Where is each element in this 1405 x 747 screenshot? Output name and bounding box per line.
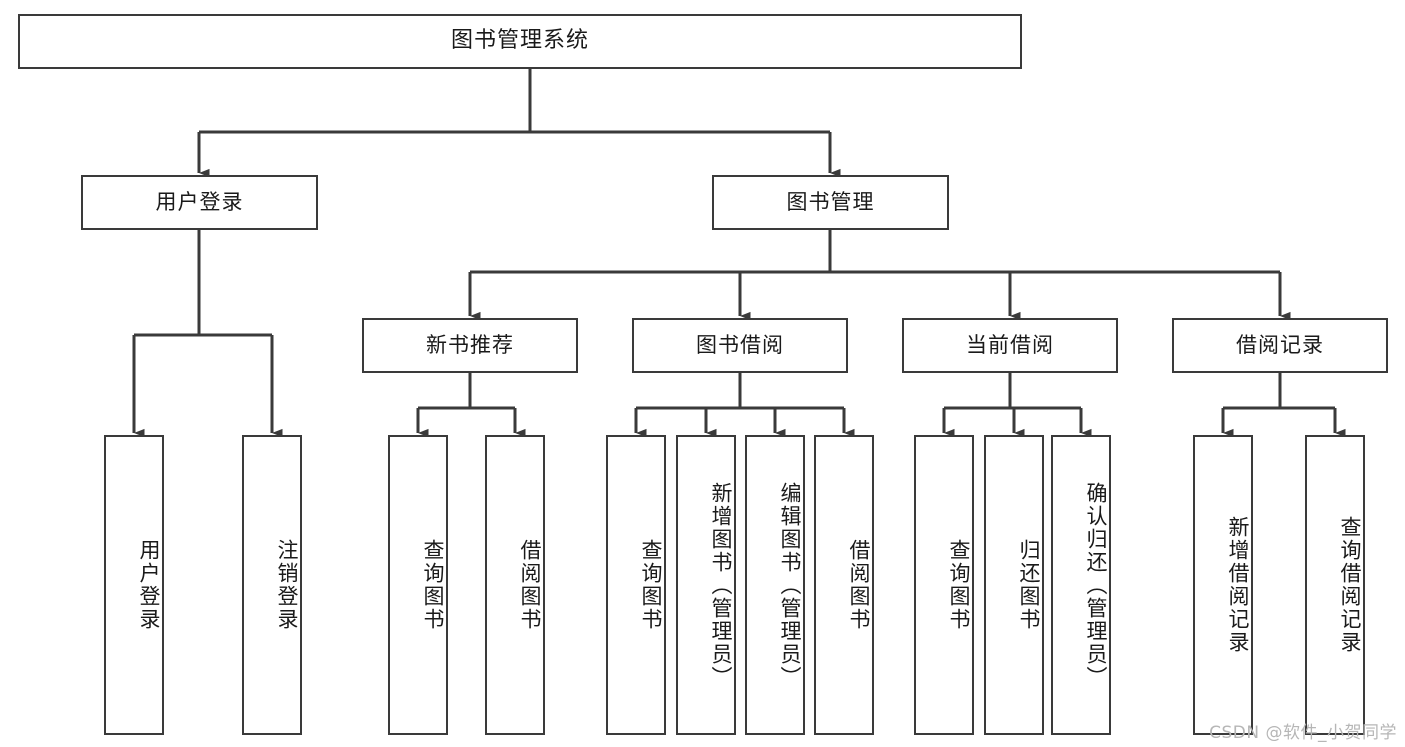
leaf-user-logout[interactable]: 注销登录 — [242, 435, 302, 735]
node-user-login[interactable]: 用户登录 — [81, 175, 318, 230]
node-label: 借阅图书 — [518, 539, 542, 631]
node-label: 查询借阅记录 — [1338, 516, 1362, 654]
leaf-user-login[interactable]: 用户登录 — [104, 435, 164, 735]
node-label: 图书借阅 — [696, 332, 784, 357]
leaf-borrow-borrow-book[interactable]: 借阅图书 — [814, 435, 874, 735]
node-label: 借阅图书 — [847, 539, 871, 631]
node-label: 借阅记录 — [1236, 332, 1324, 357]
node-label: 归还图书 — [1017, 539, 1041, 631]
node-label: 查询图书 — [639, 539, 663, 631]
node-label: 确认归还（管理员） — [1084, 481, 1108, 689]
leaf-current-confirm-return-admin[interactable]: 确认归还（管理员） — [1051, 435, 1111, 735]
leaf-borrow-add-book-admin[interactable]: 新增图书（管理员） — [676, 435, 736, 735]
node-root-system[interactable]: 图书管理系统 — [18, 14, 1022, 69]
node-label: 新书推荐 — [426, 332, 514, 357]
leaf-current-return-book[interactable]: 归还图书 — [984, 435, 1044, 735]
node-book-borrowing[interactable]: 图书借阅 — [632, 318, 848, 373]
node-new-book-recommendation[interactable]: 新书推荐 — [362, 318, 578, 373]
node-label: 用户登录 — [155, 189, 244, 214]
node-label: 编辑图书（管理员） — [778, 481, 802, 689]
leaf-records-query-record[interactable]: 查询借阅记录 — [1305, 435, 1365, 735]
node-current-borrowing[interactable]: 当前借阅 — [902, 318, 1118, 373]
node-label: 图书管理 — [786, 189, 875, 214]
node-label: 注销登录 — [275, 539, 299, 631]
node-label: 图书管理系统 — [450, 28, 589, 54]
node-label: 查询图书 — [947, 539, 971, 631]
node-book-management[interactable]: 图书管理 — [712, 175, 949, 230]
node-label: 新增借阅记录 — [1226, 516, 1250, 654]
leaf-new-book-query[interactable]: 查询图书 — [388, 435, 448, 735]
watermark: CSDN @软件_小贺同学 — [1209, 723, 1397, 743]
leaf-current-query-book[interactable]: 查询图书 — [914, 435, 974, 735]
leaf-records-add-record[interactable]: 新增借阅记录 — [1193, 435, 1253, 735]
node-label: 用户登录 — [137, 539, 161, 631]
leaf-borrow-query-book[interactable]: 查询图书 — [606, 435, 666, 735]
node-label: 查询图书 — [421, 539, 445, 631]
node-label: 当前借阅 — [966, 332, 1054, 357]
leaf-new-book-borrow[interactable]: 借阅图书 — [485, 435, 545, 735]
node-borrowing-records[interactable]: 借阅记录 — [1172, 318, 1388, 373]
leaf-borrow-edit-book-admin[interactable]: 编辑图书（管理员） — [745, 435, 805, 735]
node-label: 新增图书（管理员） — [709, 481, 733, 689]
